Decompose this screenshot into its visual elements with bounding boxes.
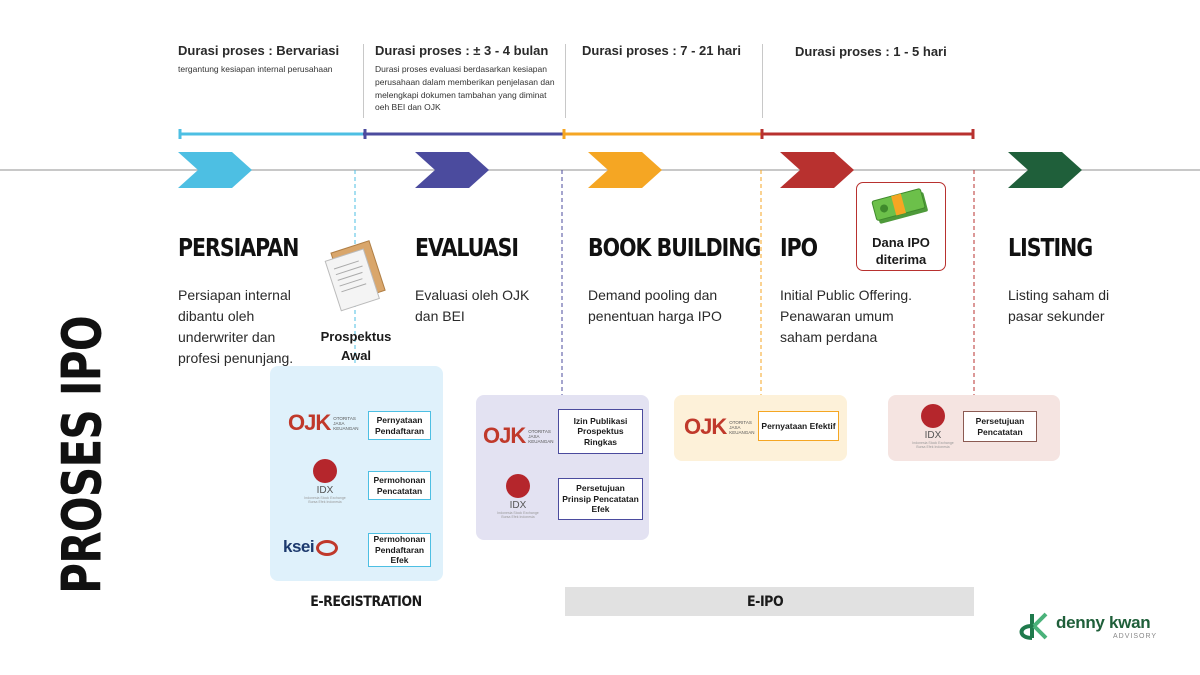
tag-persetujuan-pencatatan: Persetujuan Pencatatan [963, 411, 1037, 442]
duration-note-persiapan: tergantung kesiapan internal perusahaan [178, 64, 333, 74]
tag-izin-publikasi: Izin Publikasi Prospektus Ringkas [558, 409, 643, 454]
stage-title-listing: LISTING [1008, 233, 1093, 262]
stage-desc-ipo: Initial Public Offering. Penawaran umum … [780, 287, 913, 345]
money-icon [871, 188, 928, 224]
brand-logo-icon [1019, 612, 1048, 640]
stage-title-evaluasi: EVALUASI [415, 233, 519, 262]
duration-divider [565, 44, 566, 118]
stage-desc-listing: Listing saham di pasar sekunder [1008, 287, 1110, 324]
document-icon [324, 240, 386, 312]
stage-title-book-building: BOOK BUILDING [588, 233, 761, 262]
duration-title-ipo: Durasi proses : 1 - 5 hari [795, 44, 947, 59]
tag-pernyataan-pendaftaran: Pernyataan Pendaftaran [368, 411, 431, 440]
prospektus-label: Prospektus Awal [320, 329, 392, 363]
duration-divider [762, 44, 763, 118]
chevron-evaluasi [415, 152, 489, 188]
duration-title-book-building: Durasi proses : 7 - 21 hari [582, 43, 741, 58]
chevron-persiapan [178, 152, 252, 188]
tag-persetujuan-prinsip: Persetujuan Prinsip Pencatatan Efek [558, 478, 643, 520]
stage-desc-book-building: Demand pooling dan penentuan harga IPO [588, 287, 722, 324]
stage-desc-evaluasi: Evaluasi oleh OJK dan BEI [415, 287, 530, 324]
chevron-ipo [780, 152, 854, 188]
duration-note-evaluasi: Durasi proses evaluasi berdasarkan kesia… [375, 64, 555, 113]
dana-ipo-label: Dana IPO diterima [872, 235, 930, 267]
duration-title-evaluasi: Durasi proses : ± 3 - 4 bulan [375, 43, 549, 58]
tag-permohonan-pencatatan: Permohonan Pencatatan [368, 471, 431, 500]
stage-title-ipo: IPO [780, 233, 818, 262]
stage-desc-persiapan: Persiapan internal dibantu oleh underwri… [178, 287, 294, 366]
duration-divider [363, 44, 364, 118]
tag-pernyataan-efektif: Pernyataan Efektif [758, 411, 839, 441]
timeline [0, 129, 1200, 188]
e-ipo-bar [565, 587, 974, 616]
tag-permohonan-pendaftaran-efek: Permohonan Pendaftaran Efek [368, 533, 431, 567]
duration-title-persiapan: Durasi proses : Bervariasi [178, 43, 340, 58]
chevron-listing [1008, 152, 1082, 188]
ksei-logo: ksei [283, 537, 339, 557]
stage-title-persiapan: PERSIAPAN [178, 233, 299, 262]
brand-name: denny kwan [1056, 613, 1151, 632]
brand-sub: ADVISORY [1113, 633, 1158, 640]
chevron-book-building [588, 152, 662, 188]
e-registration-label: E-REGISTRATION [310, 594, 422, 610]
side-title: PROSES IPO [50, 316, 114, 594]
e-ipo-label: E-IPO [747, 594, 784, 610]
